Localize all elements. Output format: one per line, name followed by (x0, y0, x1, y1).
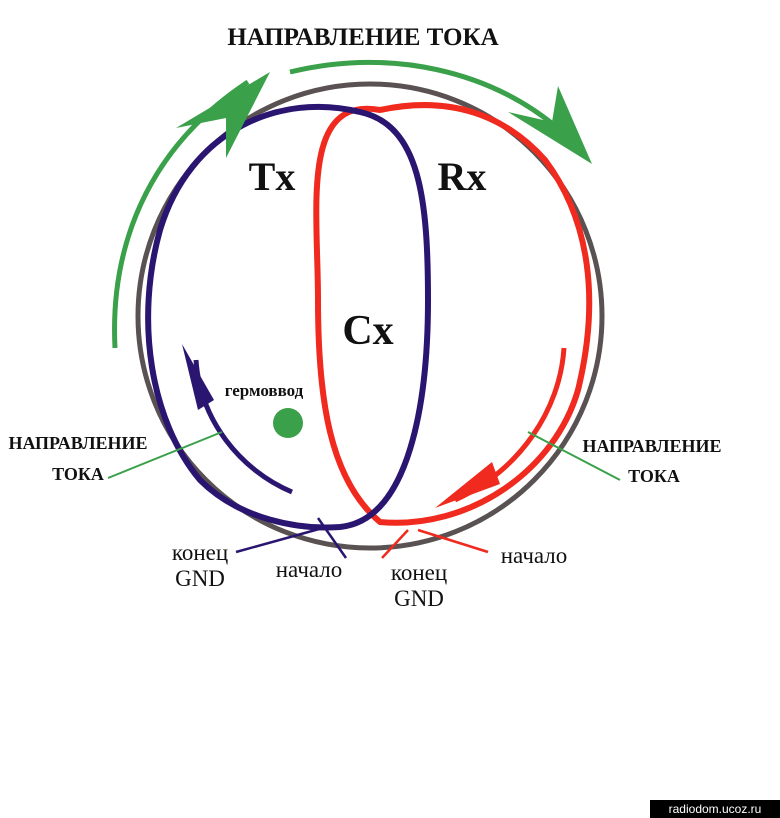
tx-direction-arrowhead (182, 344, 214, 410)
top-right-arrowhead (508, 86, 592, 164)
right-direction-leader (527, 431, 621, 481)
rx-start-leader (417, 528, 489, 554)
watermark: radiodom.ucoz.ru (650, 800, 780, 818)
right-direction-line1: НАПРАВЛЕНИЕ (583, 436, 722, 456)
left-direction-leader (107, 431, 223, 479)
top-left-arrowhead (176, 72, 270, 158)
rx-end-leader (381, 529, 409, 559)
rx-direction-arrow (453, 347, 567, 503)
feedthrough-label: гермоввод (225, 381, 304, 400)
rx-coil (313, 102, 593, 526)
feedthrough-dot (273, 408, 303, 438)
tx-end-line1: конец (172, 540, 228, 565)
housing-circle (135, 81, 605, 551)
tx-start-leader (316, 517, 348, 559)
cx-coil-label: Cx (342, 308, 393, 354)
right-direction-line2: ТОКА (628, 466, 680, 486)
rx-end-line1: конец (391, 560, 447, 585)
left-direction-line1: НАПРАВЛЕНИЕ (9, 433, 148, 453)
rx-direction-arrowhead (435, 462, 500, 508)
left-direction-line2: ТОКА (52, 464, 104, 484)
top-right-arrow (289, 59, 562, 132)
tx-end-leader (235, 524, 331, 554)
rx-end-line2: GND (394, 586, 444, 611)
rx-coil-label: Rx (438, 154, 487, 199)
title-label: НАПРАВЛЕНИЕ ТОКА (227, 24, 498, 51)
tx-start-label: начало (276, 557, 343, 582)
tx-coil (145, 103, 432, 531)
tx-coil-label: Tx (249, 154, 296, 199)
rx-start-label: начало (501, 543, 568, 568)
tx-end-line2: GND (175, 566, 225, 591)
